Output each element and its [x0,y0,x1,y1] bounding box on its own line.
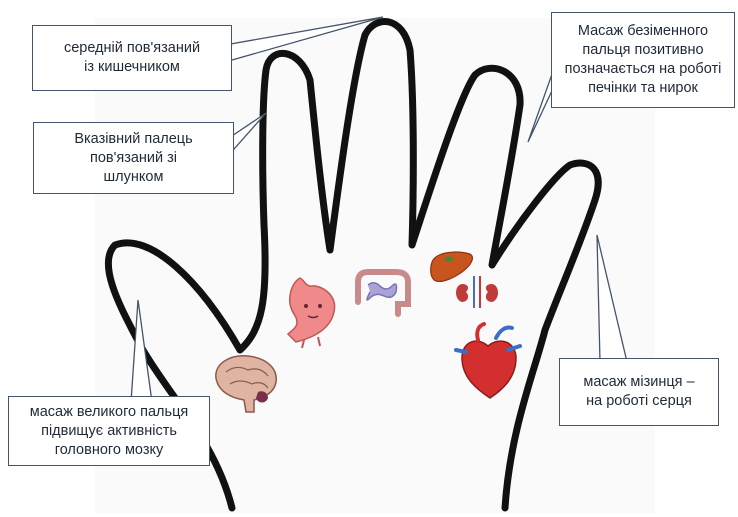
callout-text: пов'язаний зі [74,149,192,168]
callout-text: позначається на роботі [565,60,722,79]
callout-text: середній пов'язаний [64,39,200,58]
callout-text: шлунком [74,168,192,187]
callout-text: масаж мізинця – [583,373,694,392]
callout-middle-finger: середній пов'язаний із кишечником [32,25,232,91]
callout-text: Вказівний палець [74,130,192,149]
callout-text: на роботі серця [583,392,694,411]
callout-text: пальця позитивно [565,41,722,60]
callout-text: головного мозку [30,441,188,460]
callout-text: підвищує активність [30,422,188,441]
callout-text: із кишечником [64,58,200,77]
callout-ring-finger: Масаж безіменного пальця позитивно позна… [551,12,735,108]
callout-text: печінки та нирок [565,79,722,98]
callout-thumb: масаж великого пальця підвищує активніст… [8,396,210,466]
callout-index-finger: Вказівний палець пов'язаний зі шлунком [33,122,234,194]
callout-text: масаж великого пальця [30,403,188,422]
callout-little-finger: масаж мізинця – на роботі серця [559,358,719,426]
callout-text: Масаж безіменного [565,22,722,41]
